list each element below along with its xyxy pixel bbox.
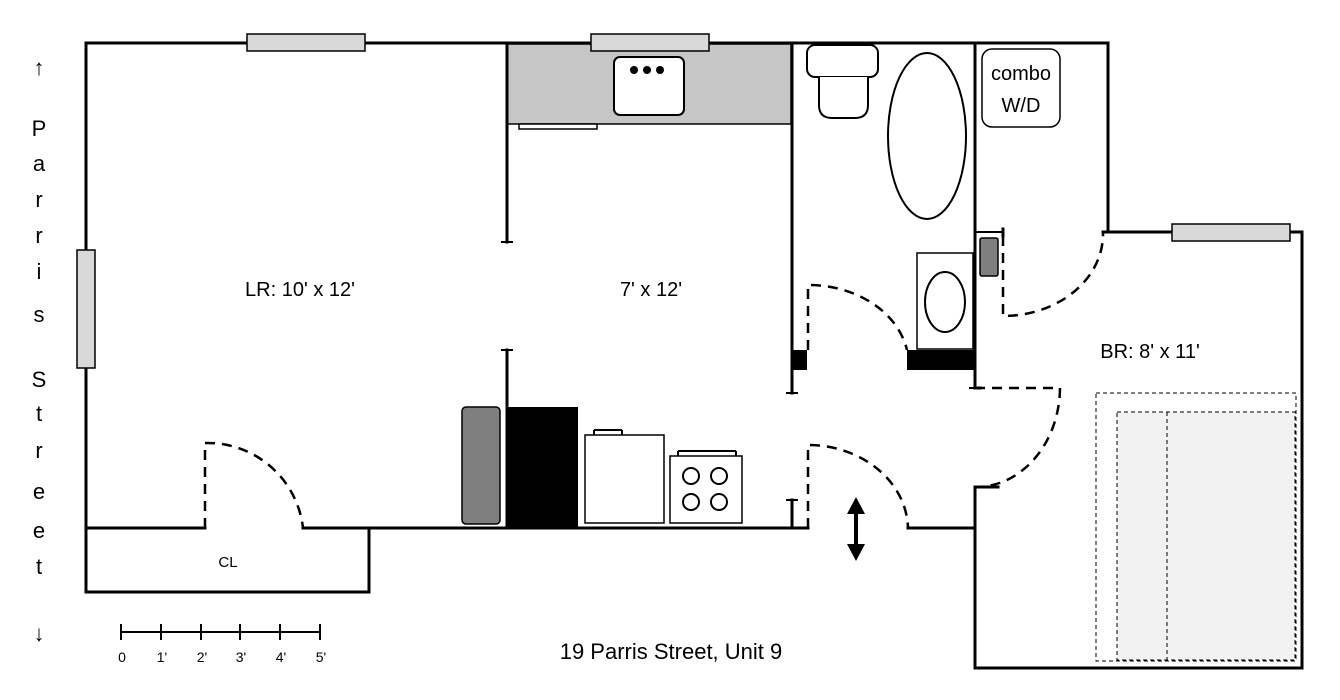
scale-label: 0 [118, 649, 126, 665]
closet-label: CL [218, 554, 237, 571]
toilet-icon [806, 44, 879, 119]
street-letter: e [33, 479, 45, 504]
stove-icon [669, 450, 743, 524]
living-room-label: LR: 10' x 12' [245, 279, 355, 301]
entry-arrow-icon [847, 497, 865, 561]
scale-bar: 0 1' 2' 3' 4' 5' [118, 624, 326, 665]
bed [1095, 392, 1297, 662]
kitchen-label: 7' x 12' [620, 279, 682, 301]
refrigerator-side [461, 406, 501, 525]
street-letter: s [34, 302, 45, 327]
kitchen-counter-edge [518, 123, 598, 130]
refrigerator [507, 407, 578, 527]
scale-label: 4' [276, 649, 286, 665]
street-arrow-up: ↑ [34, 55, 45, 80]
window-top-left [246, 33, 366, 52]
window-top-kitchen [590, 33, 710, 52]
bath-sink-icon [916, 252, 974, 350]
street-letter: t [36, 401, 42, 426]
windows [76, 33, 1291, 369]
street-arrow-down: ↓ [34, 621, 45, 646]
street-letter: r [35, 223, 42, 248]
scale-label: 3' [236, 649, 246, 665]
scale-label: 5' [316, 649, 326, 665]
street-label: ↑ P a r r i s S t r e e t ↓ [32, 55, 47, 646]
thermostat-icon [979, 237, 999, 277]
scale-label: 2' [197, 649, 207, 665]
sink-icon [613, 56, 685, 116]
window-left [76, 249, 96, 369]
street-letter: r [35, 438, 42, 463]
bathtub-icon [887, 52, 967, 220]
street-letter: S [32, 367, 47, 392]
dishwasher-icon [584, 429, 665, 524]
door-swings [203, 231, 1105, 529]
washer-dryer-label-1: combo [991, 63, 1051, 85]
scale-label: 1' [157, 649, 167, 665]
plan-title: 19 Parris Street, Unit 9 [560, 639, 783, 664]
street-letter: t [36, 554, 42, 579]
street-letter: P [32, 116, 47, 141]
bath-door-jamb [793, 350, 807, 370]
street-letter: e [33, 518, 45, 543]
bedroom-label: BR: 8' x 11' [1100, 341, 1200, 363]
street-letter: r [35, 187, 42, 212]
window-bedroom [1171, 223, 1291, 242]
street-letter: i [37, 259, 42, 284]
washer-dryer [981, 48, 1061, 128]
bath-wall-block [907, 350, 975, 370]
washer-dryer-label-2: W/D [1002, 95, 1041, 117]
street-letter: a [33, 151, 46, 176]
